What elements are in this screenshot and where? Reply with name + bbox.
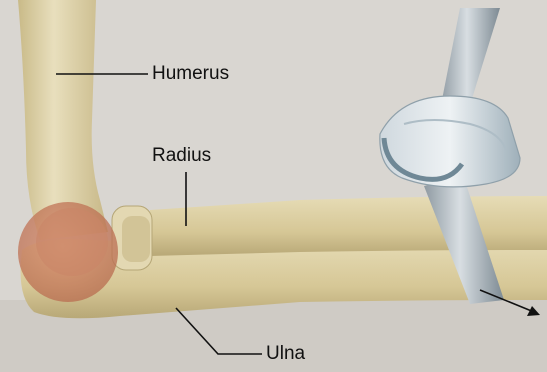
ulna-label: Ulna — [266, 344, 305, 363]
radius-label: Radius — [152, 146, 211, 165]
radius-neck — [122, 216, 150, 262]
humerus-label: Humerus — [152, 64, 229, 83]
humerus-condyle — [36, 208, 108, 276]
